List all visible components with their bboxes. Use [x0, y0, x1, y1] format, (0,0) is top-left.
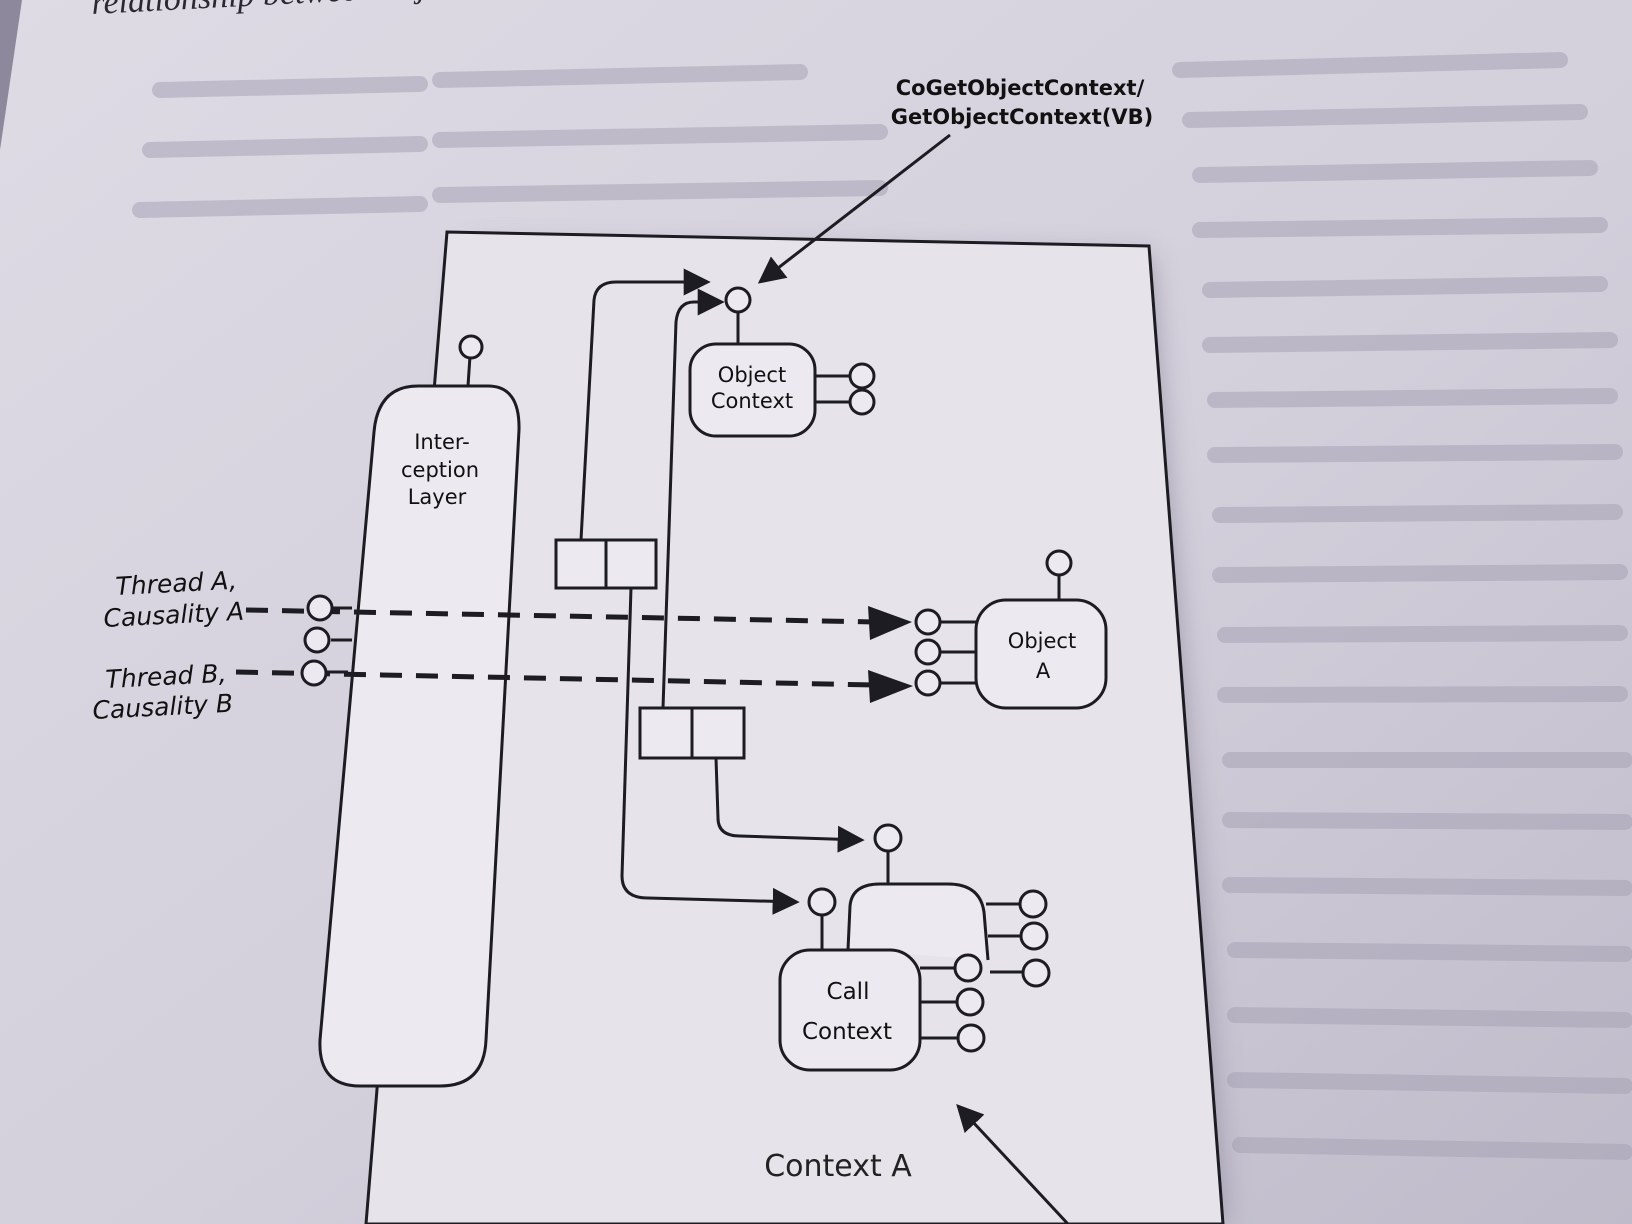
interception-interface-icon	[458, 334, 484, 360]
object-context-label-1: Object	[718, 363, 786, 387]
thread-a-flow	[245, 607, 876, 625]
arrow-lower-to-object-context	[661, 288, 725, 709]
call-context-interface-icon	[807, 887, 837, 917]
interception-layer: Inter- ception Layer	[318, 334, 521, 1088]
object-a-node: Object A	[914, 549, 1108, 710]
thread-a-line-1: Thread A,	[115, 566, 238, 601]
object-context-shape	[688, 342, 817, 438]
page-edge-shadow	[0, 0, 22, 150]
inbound-interface-icon-1	[306, 594, 334, 622]
object-a-shape	[974, 598, 1108, 710]
object-a-port-icon-3	[914, 669, 942, 697]
object-context-label-2: Context	[711, 389, 793, 413]
interception-label-1: Inter-	[414, 430, 470, 454]
interception-label-2: ception	[401, 458, 479, 482]
object-a-interface-icon	[1045, 549, 1073, 577]
arrow-lower-to-call-context	[714, 757, 865, 853]
call-context-shape	[778, 948, 922, 1072]
object-a-label-2: A	[1036, 659, 1051, 683]
call-context-back-port-icon-3	[1021, 958, 1051, 988]
context-a-label: Context A	[764, 1149, 912, 1184]
call-context-node: Call Context	[778, 823, 1051, 1072]
call-context-port-icon-2	[955, 987, 985, 1017]
faint-body-text	[132, 52, 1632, 1160]
call-context-port-icon-3	[956, 1023, 986, 1053]
context-lookup-box-lower	[638, 706, 746, 760]
callout-line-1: CoGetObjectContext/	[896, 76, 1145, 100]
call-context-label-1: Call	[827, 979, 870, 1005]
context-a-pointer-arrow	[956, 1104, 1070, 1224]
context-arrows	[579, 268, 865, 915]
callout-arrow	[757, 133, 951, 284]
call-context-label-2: Context	[802, 1019, 892, 1045]
interception-layer-shape	[318, 384, 521, 1088]
call-context-back-port-icon-2	[1019, 921, 1049, 951]
callout-line-2: GetObjectContext(VB)	[891, 105, 1153, 129]
object-a-port-icon-2	[914, 638, 942, 666]
thread-b-line-1: Thread B,	[105, 659, 227, 694]
object-context-interface-icon	[724, 286, 752, 314]
object-context-port-icon-2	[848, 388, 876, 416]
interception-label-3: Layer	[408, 485, 467, 509]
thread-a-label: Thread A, Causality A	[103, 566, 245, 633]
inbound-interface-icon-3	[300, 659, 328, 687]
arrow-upper-to-call-context	[620, 587, 800, 915]
call-context-port-icon-1	[953, 953, 983, 983]
callout-getobjectcontext: CoGetObjectContext/ GetObjectContext(VB)	[757, 76, 1153, 284]
object-context-port-icon-1	[848, 362, 876, 390]
thread-a-arrowhead	[868, 606, 912, 640]
arrow-upper-to-object-context	[579, 268, 711, 541]
call-context-back-interface-icon	[873, 823, 903, 853]
object-context-node: Object Context	[688, 286, 876, 438]
call-context-back-port-icon-1	[1018, 889, 1048, 919]
call-context-back-shape	[846, 882, 990, 961]
object-a-port-icon-1	[914, 608, 942, 636]
thread-b-label: Thread B, Causality B	[92, 659, 234, 725]
context-lookup-box-upper	[554, 538, 658, 590]
inbound-interface-icon-2	[303, 626, 331, 654]
thread-flows	[235, 606, 913, 703]
thread-b-arrowhead	[868, 670, 913, 703]
interception-inbound-interfaces	[300, 594, 352, 687]
object-a-label-1: Object	[1008, 629, 1076, 653]
